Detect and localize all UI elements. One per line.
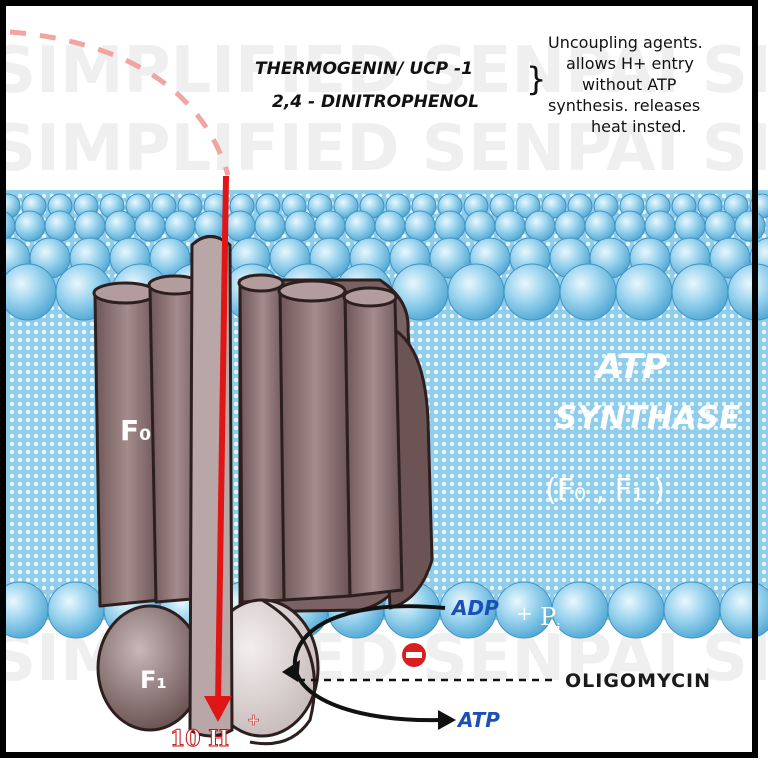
lipid-head-back: [284, 210, 316, 242]
enzyme-title-line1: ATP: [593, 347, 667, 387]
plus-sign: +: [516, 601, 533, 625]
lipid-head-back: [644, 210, 676, 242]
f0-label: F₀: [120, 414, 151, 447]
proton-charge: +: [247, 710, 260, 729]
reaction-arrow-intake-head: [282, 660, 300, 682]
dnp-label: 2,4 - DINITROPHENOL: [272, 92, 479, 112]
watermark-text-1: SIMPLIFIED SENPAI SIMPLIFIED: [0, 34, 768, 108]
f0-cylinder-4: [278, 288, 352, 602]
lipid-head: [615, 263, 673, 321]
proton-arrow: [215, 175, 229, 707]
lipid-head-back: [314, 210, 346, 242]
minus-icon: [406, 652, 422, 658]
note-line-1: Uncoupling agents.: [548, 33, 703, 52]
adp-label: ADP: [450, 596, 499, 620]
f0-cylinder-3-top: [237, 273, 285, 293]
proton-count-label: 10 H: [170, 726, 229, 752]
frame-border: [0, 0, 758, 758]
lipid-head-back: [464, 210, 496, 242]
f0-cylinder-5: [343, 290, 404, 598]
note-line-3: without ATP: [582, 75, 677, 94]
enzyme-title-line2: SYNTHASE: [555, 400, 740, 436]
note-line-4: synthesis. releases: [548, 96, 700, 115]
lipid-head-back: [554, 210, 586, 242]
f0-cylinder-5-top: [342, 286, 398, 308]
lipid-head: [663, 581, 721, 639]
reaction-arrow: [292, 604, 446, 723]
f0-cylinder-4-top: [277, 279, 347, 303]
lipid-head-back: [723, 193, 749, 219]
reaction-arrow-head: [438, 710, 456, 730]
pi-subscript: i: [556, 620, 561, 638]
watermark-text-2: SIMPLIFIED SENPAI SIMPLIFIED: [0, 112, 768, 186]
lipid-head-back: [44, 210, 76, 242]
lipid-head-back: [164, 210, 196, 242]
lipid-head-back: [151, 193, 177, 219]
lipid-head-back: [74, 210, 106, 242]
f1-outline: [249, 598, 317, 746]
proton-arrowhead: [204, 696, 232, 722]
uncoupling-agents: THERMOGENIN/ UCP -1 2,4 - DINITROPHENOL …: [255, 33, 703, 136]
lipid-head-back: [524, 210, 556, 242]
lipid-head-back: [134, 210, 166, 242]
lipid-head-back: [254, 210, 286, 242]
oligomycin-label: OLIGOMYCIN: [565, 670, 711, 692]
note-line-5: heat insted.: [591, 117, 686, 136]
f1-label: F₁: [140, 666, 167, 694]
lipid-head-back: [14, 210, 46, 242]
lipid-head: [671, 263, 729, 321]
lipid-head-back: [584, 210, 616, 242]
lipid-head: [559, 263, 617, 321]
lipid-head-back: [541, 193, 567, 219]
lipid-head-back: [734, 210, 766, 242]
f0-cylinder-1-top: [92, 281, 158, 305]
thermogenin-label: THERMOGENIN/ UCP -1: [255, 59, 473, 79]
lipid-head-back: [104, 210, 136, 242]
reaction-substrates: ADP + P i: [450, 596, 561, 638]
lipid-head-back: [494, 210, 526, 242]
lipid-head-back: [333, 193, 359, 219]
lipid-head: [0, 263, 57, 321]
lipid-head: [47, 581, 105, 639]
lipid-head-back: [374, 210, 406, 242]
note-line-2: allows H+ entry: [566, 54, 694, 73]
proton-path-dashed: [9, 29, 231, 176]
enzyme-title: ATP SYNTHASE: [555, 347, 740, 436]
proton-count: 10 H +: [170, 710, 261, 753]
lipid-head-back: [704, 210, 736, 242]
lipid-head-back: [404, 210, 436, 242]
lipid-head-back: [344, 210, 376, 242]
lipid-head: [607, 581, 665, 639]
atp-product-label: ATP: [456, 708, 500, 732]
lipid-head: [503, 263, 561, 321]
lipid-head-back: [224, 210, 256, 242]
lipid-head: [447, 263, 505, 321]
outer-head-row-back: [0, 193, 768, 242]
brace-icon: }: [526, 60, 546, 98]
lipid-head-back: [614, 210, 646, 242]
pi-label: P: [540, 603, 556, 631]
enzyme-subunits: (F₀ , F₁ ): [545, 473, 665, 508]
oligomycin-inhibitor: OLIGOMYCIN: [298, 643, 711, 692]
lipid-head-back: [434, 210, 466, 242]
lipid-head-back: [674, 210, 706, 242]
